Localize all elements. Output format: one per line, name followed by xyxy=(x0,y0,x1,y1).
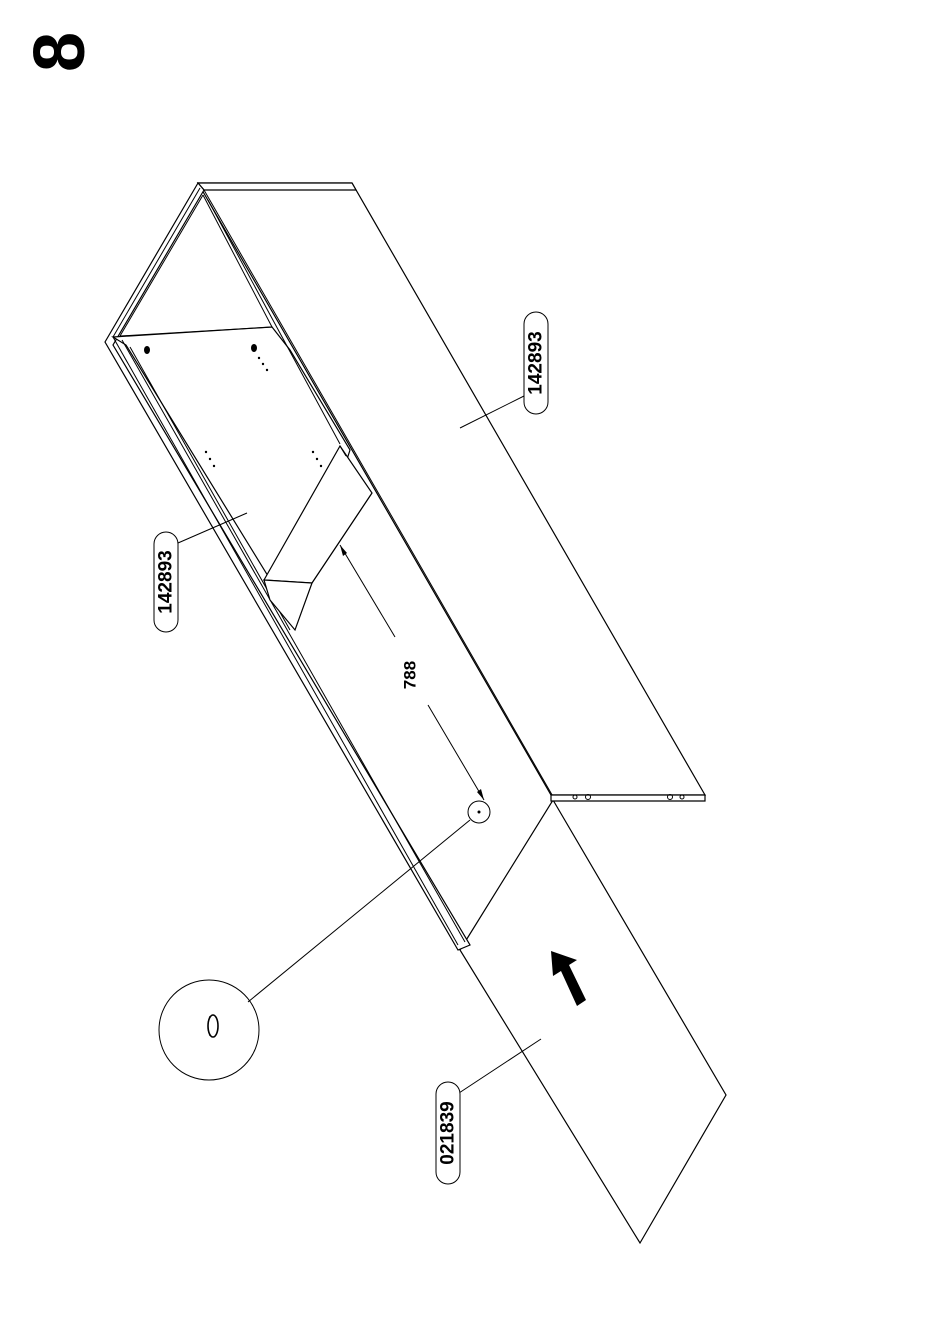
part-label-back-panel: 021839 xyxy=(436,1039,541,1184)
dimension-value: 788 xyxy=(401,661,420,689)
back-panel xyxy=(460,800,726,1243)
cabinet-carcass xyxy=(105,183,705,950)
svg-text:142893: 142893 xyxy=(526,331,547,394)
svg-text:142893: 142893 xyxy=(156,550,177,613)
svg-text:8: 8 xyxy=(20,32,100,72)
step-number: 8 xyxy=(20,32,100,72)
hole-detail-magnifier-icon xyxy=(159,801,490,1080)
part-label-side-panel: 142893 xyxy=(154,513,247,632)
svg-text:021839: 021839 xyxy=(438,1101,459,1164)
